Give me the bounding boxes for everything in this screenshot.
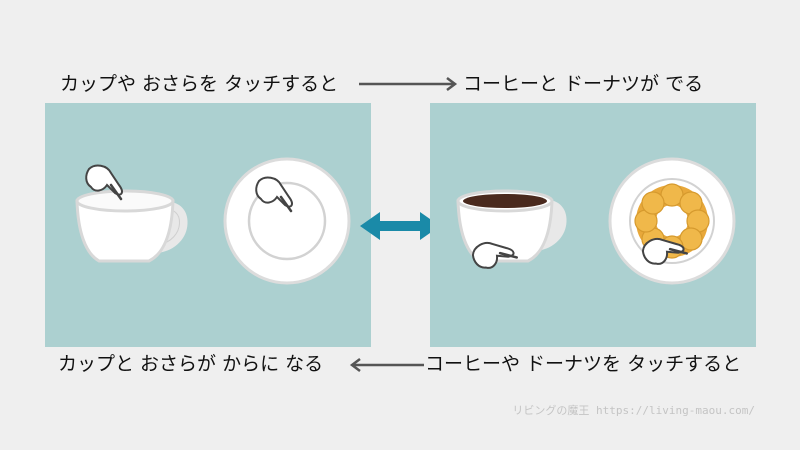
flow-arrow-left-icon	[349, 358, 424, 372]
donut-icon[interactable]	[608, 157, 736, 285]
cup-icon[interactable]	[75, 189, 188, 263]
caption-coffee-donut-appear: コーヒーと ドーナツが でる	[463, 73, 704, 95]
panel-empty-cup-plate	[45, 103, 371, 347]
pointing-hand-icon	[255, 176, 293, 213]
watermark: リビングの魔王 https://living-maou.com/	[512, 404, 755, 417]
caption-touch-cup-plate: カップや おさらを タッチすると	[60, 73, 339, 95]
pointing-hand-icon	[641, 237, 688, 265]
caption-touch-coffee-donut: コーヒーや ドーナツを タッチすると	[425, 353, 742, 375]
plate-icon[interactable]	[223, 157, 351, 285]
caption-cup-plate-empty: カップと おさらが からに なる	[58, 353, 324, 375]
panel-coffee-donut	[430, 103, 756, 347]
pointing-hand-icon	[471, 241, 518, 269]
flow-arrow-right-icon	[359, 77, 458, 91]
double-arrow-icon	[360, 212, 440, 240]
pointing-hand-icon	[85, 164, 123, 201]
